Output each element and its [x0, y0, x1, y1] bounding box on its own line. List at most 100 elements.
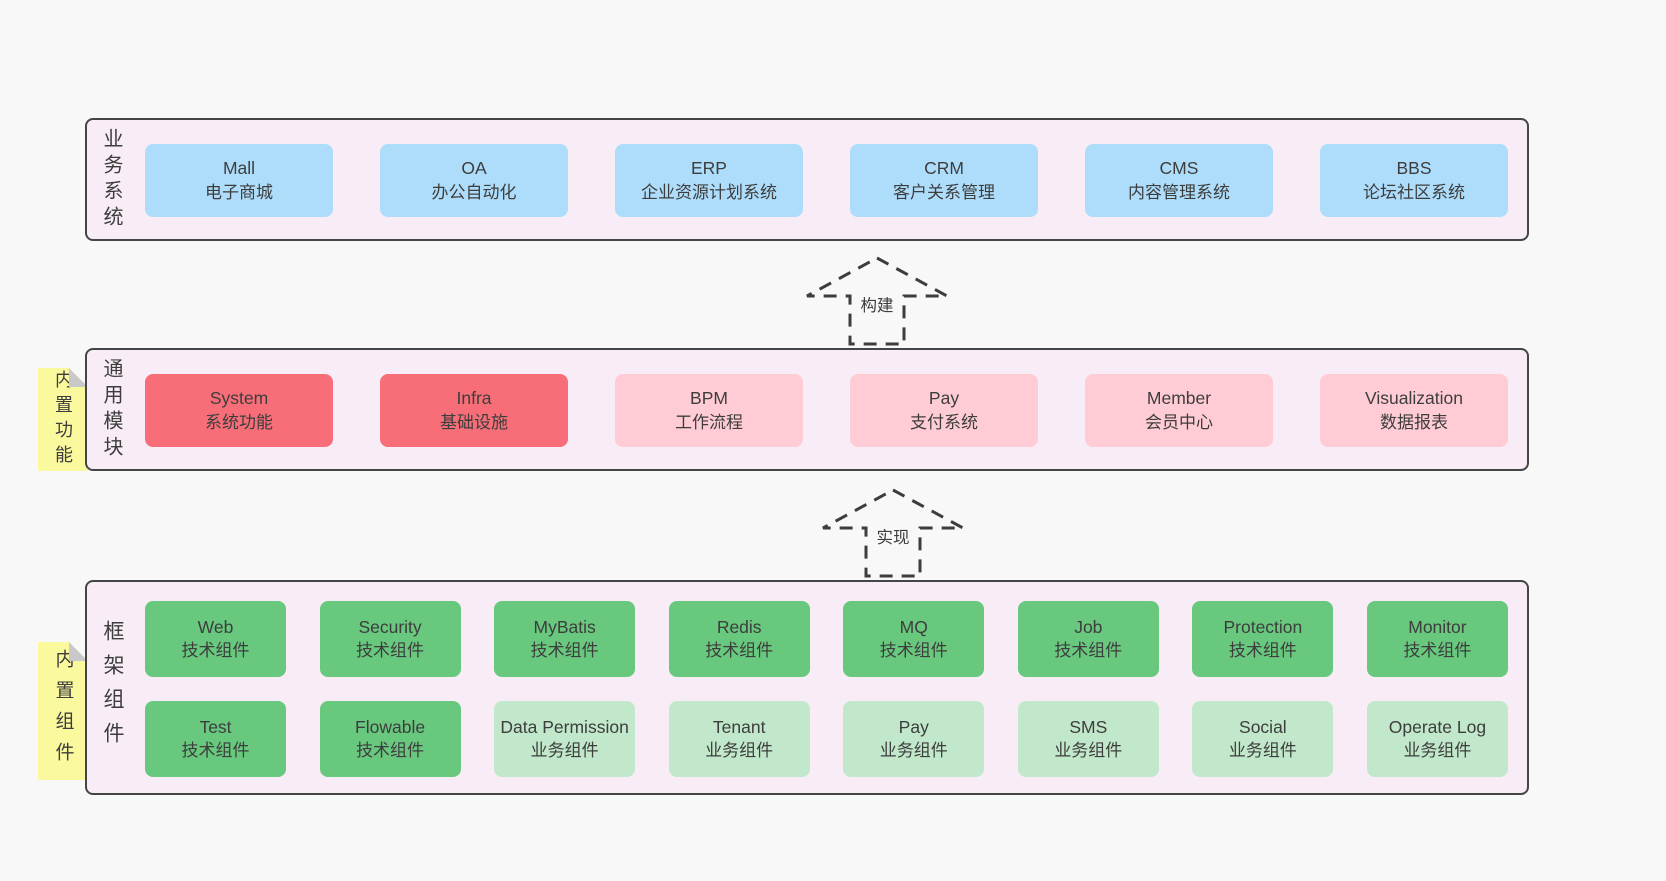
builtin-components-note: 内置组件 — [38, 642, 88, 780]
box-subtitle: 内容管理系统 — [1128, 182, 1230, 202]
box-title: Web — [197, 616, 234, 637]
box-subtitle: 业务组件 — [1054, 741, 1123, 761]
box-subtitle: 企业资源计划系统 — [641, 182, 777, 202]
implement-arrow: 实现 — [821, 488, 965, 578]
box-subtitle: 技术组件 — [181, 741, 250, 761]
box-subtitle: 电子商城 — [205, 182, 273, 202]
box-subtitle: 技术组件 — [356, 641, 425, 661]
box-title: Flowable — [355, 716, 426, 737]
box-subtitle: 业务组件 — [879, 741, 948, 761]
build-arrow-label: 构建 — [857, 292, 897, 316]
business-box-cms: CMS 内容管理系统 — [1085, 144, 1273, 217]
box-subtitle: 客户关系管理 — [893, 182, 995, 202]
components-row-2: Test 技术组件 Flowable 技术组件 Data Permission … — [145, 701, 1508, 777]
box-subtitle: 办公自动化 — [431, 182, 517, 202]
box-title: Infra — [456, 388, 492, 409]
module-box-system: System 系统功能 — [145, 374, 333, 447]
component-box-test: Test 技术组件 — [145, 701, 286, 777]
modules-box-row: System 系统功能 Infra 基础设施 BPM 工作流程 Pay 支付系统… — [145, 374, 1508, 447]
box-title: ERP — [691, 158, 727, 179]
box-subtitle: 数据报表 — [1380, 412, 1448, 432]
builtin-features-note-label: 内置功能 — [53, 369, 73, 470]
component-box-mybatis: MyBatis 技术组件 — [494, 601, 636, 677]
box-subtitle: 技术组件 — [879, 641, 948, 661]
component-box-job: Job 技术组件 — [1017, 601, 1159, 677]
up-arrow-icon — [822, 488, 964, 578]
module-box-bpm: BPM 工作流程 — [615, 374, 803, 447]
component-box-monitor: Monitor 技术组件 — [1366, 601, 1508, 677]
builtin-components-note-label: 内置组件 — [52, 649, 74, 773]
box-title: Test — [199, 716, 232, 737]
box-subtitle: 业务组件 — [530, 741, 599, 761]
box-title: Security — [358, 616, 422, 637]
business-systems-panel: 业务系统 Mall 电子商城 OA 办公自动化 ERP 企业资源计划系统 CRM… — [85, 118, 1529, 241]
box-title: MyBatis — [533, 616, 596, 637]
box-subtitle: 技术组件 — [530, 641, 599, 661]
business-box-erp: ERP 企业资源计划系统 — [615, 144, 803, 217]
component-box-tenant: Tenant 业务组件 — [668, 701, 810, 777]
box-title: Visualization — [1365, 388, 1463, 409]
box-title: Mall — [222, 158, 256, 179]
module-box-pay: Pay 支付系统 — [850, 374, 1038, 447]
box-title: Data Permission — [500, 716, 629, 737]
business-systems-label: 业务系统 — [100, 127, 122, 232]
up-arrow-icon — [806, 256, 948, 346]
box-subtitle: 技术组件 — [1228, 641, 1297, 661]
component-box-data-permission: Data Permission 业务组件 — [494, 701, 636, 777]
box-title: SMS — [1069, 716, 1108, 737]
component-box-mq: MQ 技术组件 — [843, 601, 985, 677]
box-subtitle: 业务组件 — [1228, 741, 1297, 761]
box-title: Monitor — [1408, 616, 1467, 637]
component-box-pay: Pay 业务组件 — [843, 701, 985, 777]
module-box-visualization: Visualization 数据报表 — [1320, 374, 1508, 447]
box-subtitle: 会员中心 — [1145, 412, 1213, 432]
business-box-mall: Mall 电子商城 — [145, 144, 333, 217]
box-subtitle: 论坛社区系统 — [1363, 182, 1465, 202]
build-arrow: 构建 — [805, 256, 949, 346]
component-box-protection: Protection 技术组件 — [1192, 601, 1334, 677]
box-subtitle: 技术组件 — [356, 741, 425, 761]
box-subtitle: 基础设施 — [440, 412, 508, 432]
component-box-flowable: Flowable 技术组件 — [319, 701, 461, 777]
box-title: Pay — [898, 716, 929, 737]
component-box-sms: SMS 业务组件 — [1017, 701, 1159, 777]
box-subtitle: 工作流程 — [675, 412, 743, 432]
box-subtitle: 技术组件 — [1054, 641, 1123, 661]
box-title: CRM — [924, 158, 964, 179]
box-subtitle: 业务组件 — [705, 741, 774, 761]
box-title: BPM — [690, 388, 728, 409]
component-box-web: Web 技术组件 — [145, 601, 286, 677]
component-box-social: Social 业务组件 — [1192, 701, 1334, 777]
box-subtitle: 系统功能 — [205, 412, 273, 432]
box-title: MQ — [899, 616, 928, 637]
common-modules-label: 通用模块 — [100, 357, 122, 462]
box-title: Pay — [928, 388, 960, 409]
box-subtitle: 技术组件 — [1403, 641, 1472, 661]
business-box-oa: OA 办公自动化 — [380, 144, 568, 217]
component-box-security: Security 技术组件 — [319, 601, 461, 677]
box-title: Social — [1239, 716, 1287, 737]
framework-components-label: 框架组件 — [101, 619, 124, 756]
box-subtitle: 支付系统 — [910, 412, 978, 432]
box-subtitle: 技术组件 — [705, 641, 774, 661]
business-box-row: Mall 电子商城 OA 办公自动化 ERP 企业资源计划系统 CRM 客户关系… — [145, 144, 1508, 217]
box-title: Operate Log — [1388, 716, 1487, 737]
box-title: Protection — [1223, 616, 1303, 637]
business-box-bbs: BBS 论坛社区系统 — [1320, 144, 1508, 217]
box-subtitle: 技术组件 — [181, 641, 250, 661]
box-subtitle: 业务组件 — [1403, 741, 1472, 761]
module-box-infra: Infra 基础设施 — [380, 374, 568, 447]
business-box-crm: CRM 客户关系管理 — [850, 144, 1038, 217]
module-box-member: Member 会员中心 — [1085, 374, 1273, 447]
box-title: CMS — [1159, 158, 1199, 179]
box-title: Member — [1146, 388, 1212, 409]
box-title: Tenant — [712, 716, 766, 737]
builtin-features-note: 内置功能 — [38, 368, 88, 471]
box-title: BBS — [1396, 158, 1432, 179]
common-modules-panel: 通用模块 System 系统功能 Infra 基础设施 BPM 工作流程 Pay… — [85, 348, 1529, 471]
box-title: Job — [1074, 616, 1103, 637]
components-row-1: Web 技术组件 Security 技术组件 MyBatis 技术组件 Redi… — [145, 601, 1508, 677]
implement-arrow-label: 实现 — [873, 524, 913, 548]
box-title: System — [209, 388, 269, 409]
component-box-operate-log: Operate Log 业务组件 — [1366, 701, 1508, 777]
